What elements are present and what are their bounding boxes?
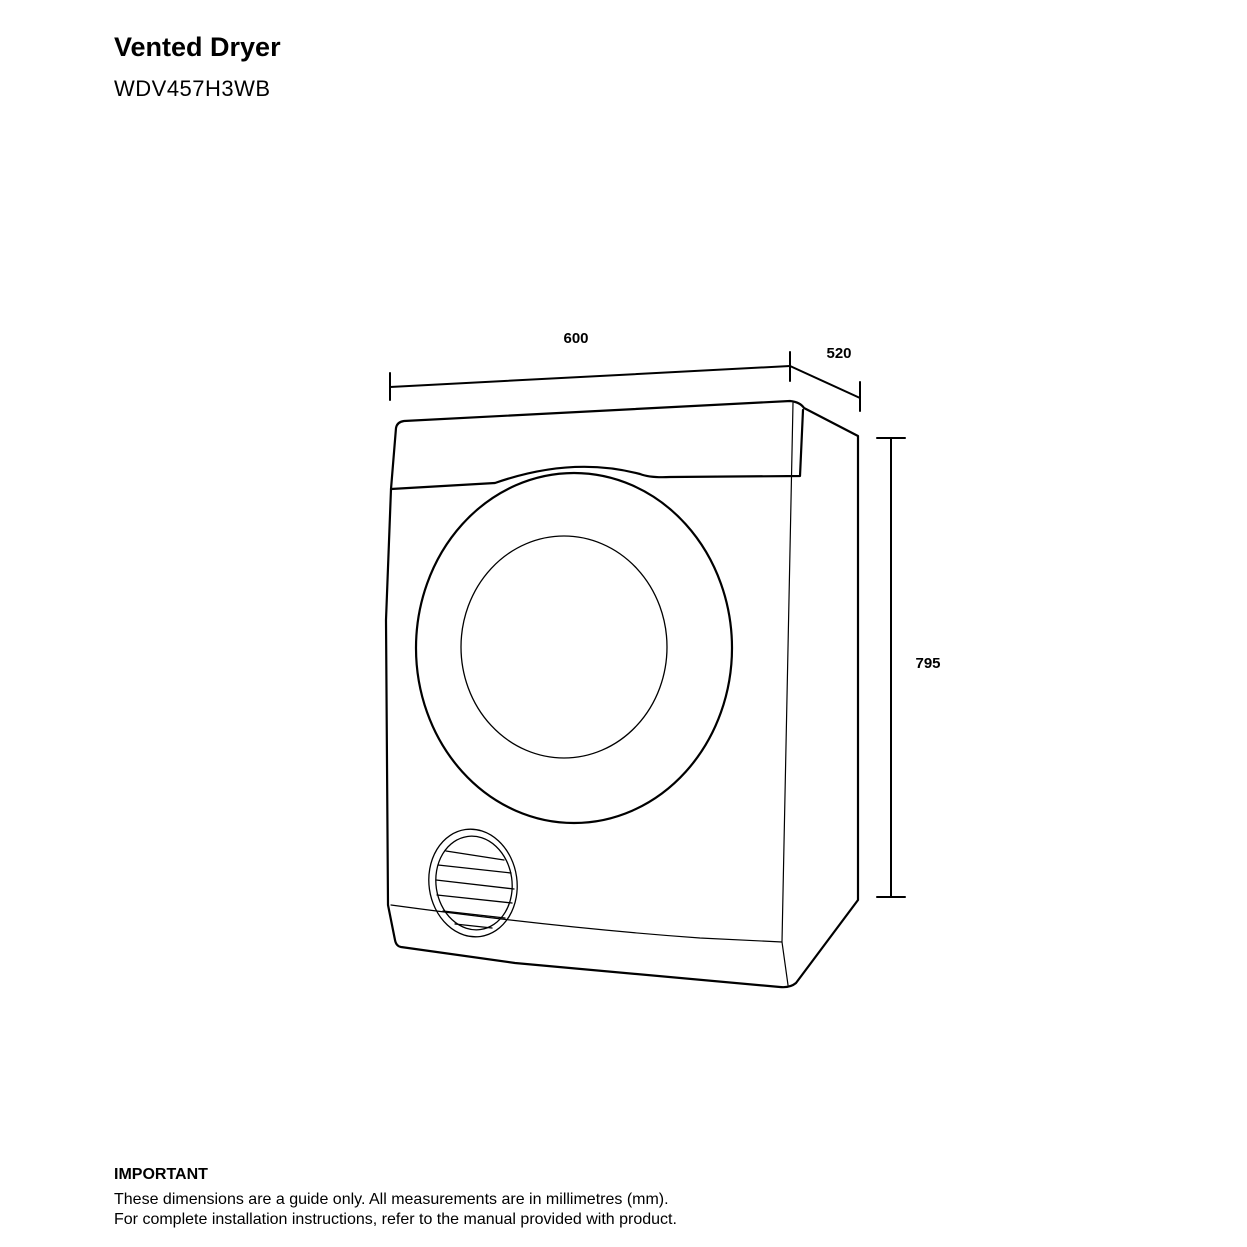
width-label: 600 <box>563 330 588 347</box>
disclaimer-line-2: For complete installation instructions, … <box>114 1211 677 1228</box>
dryer-body-outline <box>384 399 860 989</box>
width-dimension-line <box>389 351 791 401</box>
door-window <box>460 535 668 759</box>
front-right-edge <box>781 402 794 986</box>
door-outer-ring <box>414 471 734 825</box>
depth-dimension-line <box>789 365 861 412</box>
control-panel-outline <box>389 408 805 491</box>
disclaimer-line-1: These dimensions are a guide only. All m… <box>114 1191 669 1208</box>
vent-grille <box>428 828 518 938</box>
product-title: Vented Dryer <box>114 32 281 62</box>
height-dimension-line <box>876 437 906 898</box>
height-label: 795 <box>915 655 940 672</box>
plinth-line <box>390 904 783 943</box>
model-number: WDV457H3WB <box>114 76 271 101</box>
depth-label: 520 <box>826 345 851 362</box>
important-heading: IMPORTANT <box>114 1166 208 1183</box>
